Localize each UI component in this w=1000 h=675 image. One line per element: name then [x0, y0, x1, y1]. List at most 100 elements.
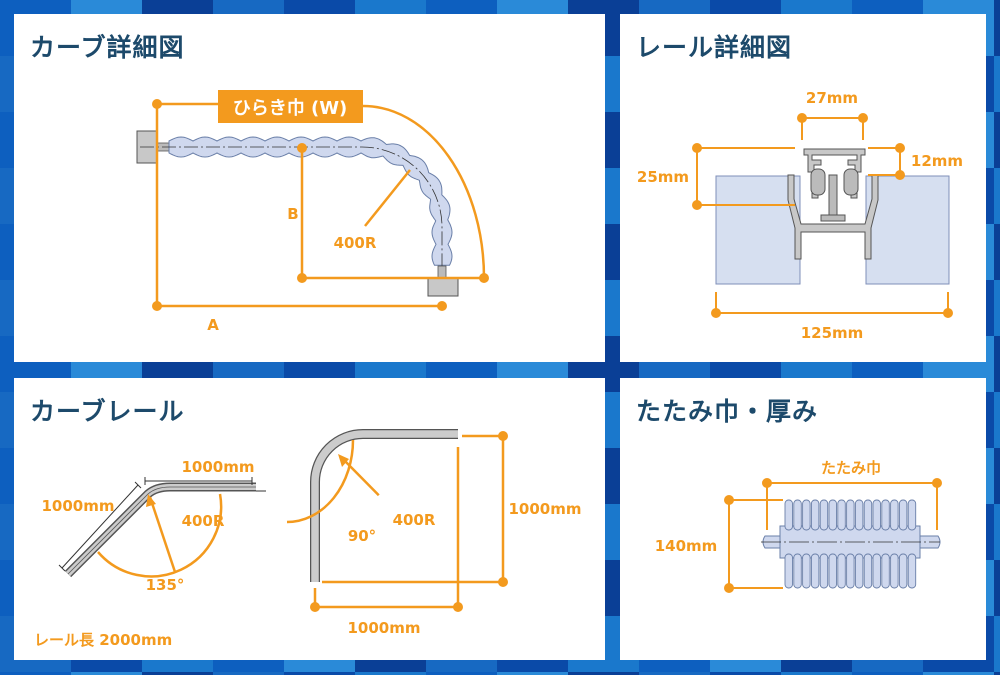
pleat [793, 553, 802, 589]
dim-a-label: A [207, 316, 219, 334]
pleat [802, 553, 811, 589]
panel-curve-rail: カーブレール [14, 378, 605, 660]
mosaic-tile [497, 672, 568, 675]
pleat [881, 499, 890, 531]
rail-channel [787, 174, 879, 260]
bottom-shaft [437, 265, 447, 279]
pleat [907, 499, 917, 531]
panel-title: カーブ詳細図 [30, 33, 185, 62]
pleat [854, 553, 864, 589]
mosaic-tile [994, 168, 1000, 224]
len-top: 1000mm [181, 458, 254, 476]
ceiling-block-right [865, 175, 950, 285]
mosaic-tile [994, 0, 1000, 56]
pleat [890, 553, 899, 589]
mosaic-tile [426, 672, 497, 675]
ceiling-block-left [715, 175, 801, 285]
pleat [863, 553, 873, 589]
dim-125mm: 125mm [801, 324, 864, 342]
mosaic-tile [284, 672, 355, 675]
wheel-left [810, 168, 826, 196]
mosaic-tile [994, 448, 1000, 504]
pleat [784, 499, 793, 531]
mosaic-tile [852, 672, 923, 675]
panel-title: カーブレール [30, 397, 185, 426]
folded-drawing: たたみ巾 140mm [655, 459, 942, 593]
center-line [140, 146, 443, 292]
mosaic-tile [71, 672, 142, 675]
mosaic-tile [142, 672, 213, 675]
mosaic-tile [994, 616, 1000, 672]
pleat [828, 499, 837, 531]
pleat [872, 553, 881, 589]
radius-135: 400R [182, 512, 225, 530]
pleat [819, 499, 829, 531]
pleat [846, 553, 855, 589]
pleat [810, 499, 820, 531]
folded-pleats [784, 499, 917, 589]
radius-90: 400R [393, 511, 436, 529]
angle-90: 90° [348, 527, 376, 545]
mosaic-tile [994, 280, 1000, 336]
mosaic-tile [213, 672, 284, 675]
pleat [819, 553, 829, 589]
bellows-curtain [168, 136, 453, 266]
pleat [828, 553, 837, 589]
mosaic-tile [355, 672, 426, 675]
mosaic-tile [710, 672, 781, 675]
dim-27mm: 27mm [806, 89, 858, 107]
panel-curve-detail: カーブ詳細図 [14, 14, 605, 362]
hanger-plate [820, 214, 846, 222]
pleat [898, 499, 908, 531]
mosaic-tile [994, 336, 1000, 392]
pleat [863, 499, 873, 531]
pleat [872, 499, 881, 531]
mosaic-tile [639, 672, 710, 675]
wheel-right [843, 168, 859, 196]
pleat [846, 499, 855, 531]
pleat [837, 553, 846, 589]
panel-title: レール詳細図 [636, 33, 793, 62]
width-label-box [218, 90, 363, 123]
mosaic-tile [781, 672, 852, 675]
mosaic-tile [994, 224, 1000, 280]
angle-135: 135° [146, 576, 185, 594]
dim-b-label: B [287, 205, 298, 223]
mosaic-tile [994, 392, 1000, 448]
hanger-bolt [828, 174, 838, 216]
mosaic-tile [994, 56, 1000, 112]
mosaic-tile [994, 504, 1000, 560]
mosaic-tile [994, 112, 1000, 168]
pleat [802, 499, 811, 531]
rail-detail-drawing: 27mm 25mm 12mm 125mm [637, 89, 963, 342]
rail-length: レール長 2000mm [34, 631, 172, 649]
curve-rail-135-drawing: 1000mm 1000mm 400R 135° [41, 458, 266, 594]
mosaic-tile [994, 672, 1000, 675]
fold-width-label: たたみ巾 [821, 459, 881, 477]
dim-12mm: 12mm [911, 152, 963, 170]
pleat [810, 553, 820, 589]
pleat [890, 499, 899, 531]
pleat [837, 499, 846, 531]
mosaic-tile [994, 560, 1000, 616]
pleat [881, 553, 890, 589]
thickness-label: 140mm [655, 537, 718, 555]
radius-label: 400R [334, 234, 377, 252]
width-label: ひらき巾 (W) [233, 97, 348, 119]
mosaic-tile [0, 672, 71, 675]
len-horizontal: 1000mm [347, 619, 420, 637]
pleat [793, 499, 802, 531]
mosaic-tile [568, 672, 639, 675]
pleat [784, 553, 793, 589]
len-side: 1000mm [41, 497, 114, 515]
dim-25mm: 25mm [637, 168, 689, 186]
pleat [854, 499, 864, 531]
len-vertical: 1000mm [508, 500, 581, 518]
curve-detail-drawing: ひらき巾 (W) A B 400R [136, 90, 489, 334]
panel-title: たたみ巾・厚み [636, 397, 819, 426]
curve-rail-90-drawing: 1000mm 1000mm 400R 90° [286, 429, 582, 637]
bottom-bracket [427, 277, 459, 297]
pleat [907, 553, 917, 589]
rail-90 [310, 429, 458, 582]
pleat [898, 553, 908, 589]
